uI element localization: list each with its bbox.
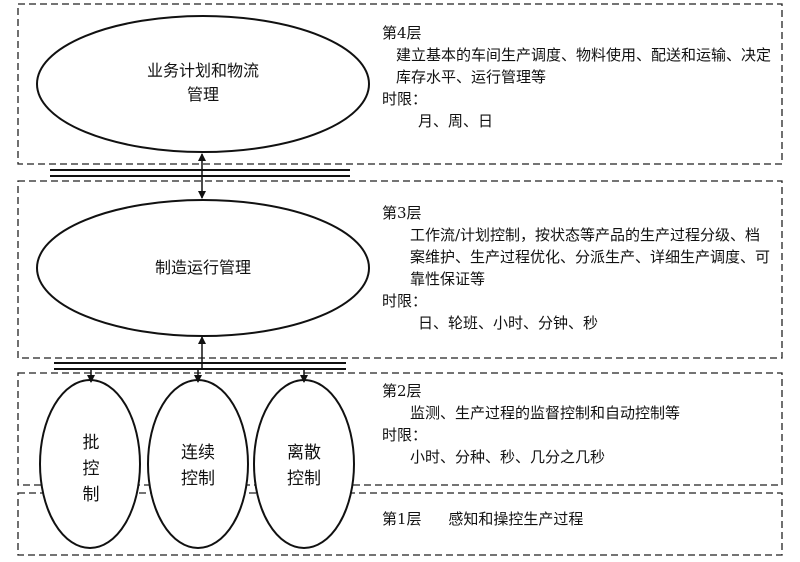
layer2-time-label: 时限： [382,426,428,444]
layer2-heading: 第2层 [382,382,422,400]
bus-line-lower [54,362,346,370]
layer4-time-label: 时限： [382,90,428,108]
layer3-time-label: 时限： [382,292,428,310]
oval-business-planning [36,15,370,153]
layer2-box [17,372,783,486]
layer3-heading: 第3层 [382,204,422,222]
layer4-description: 建立基本的车间生产调度、物料使用、配送和运输、决定库存水平、运行管理等 [396,46,772,86]
layer4-heading: 第4层 [382,24,422,42]
label-discrete-control: 离散控制 [287,443,321,489]
layer1-text: 第1层 感知和操控生产过程 [382,508,774,530]
bus-line-upper [50,169,350,177]
layer4-text: 第4层 建立基本的车间生产调度、物料使用、配送和运输、决定库存水平、运行管理等 … [382,22,774,132]
layer4-time-value: 月、周、日 [418,112,494,130]
label-manufacturing-operations: 制造运行管理 [154,258,251,277]
layer2-description: 监测、生产过程的监督控制和自动控制等 [410,404,681,422]
layer3-time-value: 日、轮班、小时、分钟、秒 [418,314,599,332]
layer3-text: 第3层 工作流/计划控制，按状态等产品的生产过程分级、档案维护、生产过程优化、分… [382,202,774,334]
label-batch-control: 批控制 [82,433,100,505]
layer3-box [17,180,783,359]
layer2-time-value: 小时、分种、秒、几分之几秒 [410,448,606,466]
layer3-description: 工作流/计划控制，按状态等产品的生产过程分级、档案维护、生产过程优化、分派生产、… [410,226,771,288]
layer1-description: 感知和操控生产过程 [448,510,584,528]
layer1-box [17,492,783,556]
label-continuous-control: 连续控制 [181,443,215,489]
layer1-heading: 第1层 [382,510,422,528]
layer2-text: 第2层 监测、生产过程的监督控制和自动控制等 时限： 小时、分种、秒、几分之几秒 [382,380,774,468]
label-business-planning: 业务计划和物流管理 [146,61,259,104]
